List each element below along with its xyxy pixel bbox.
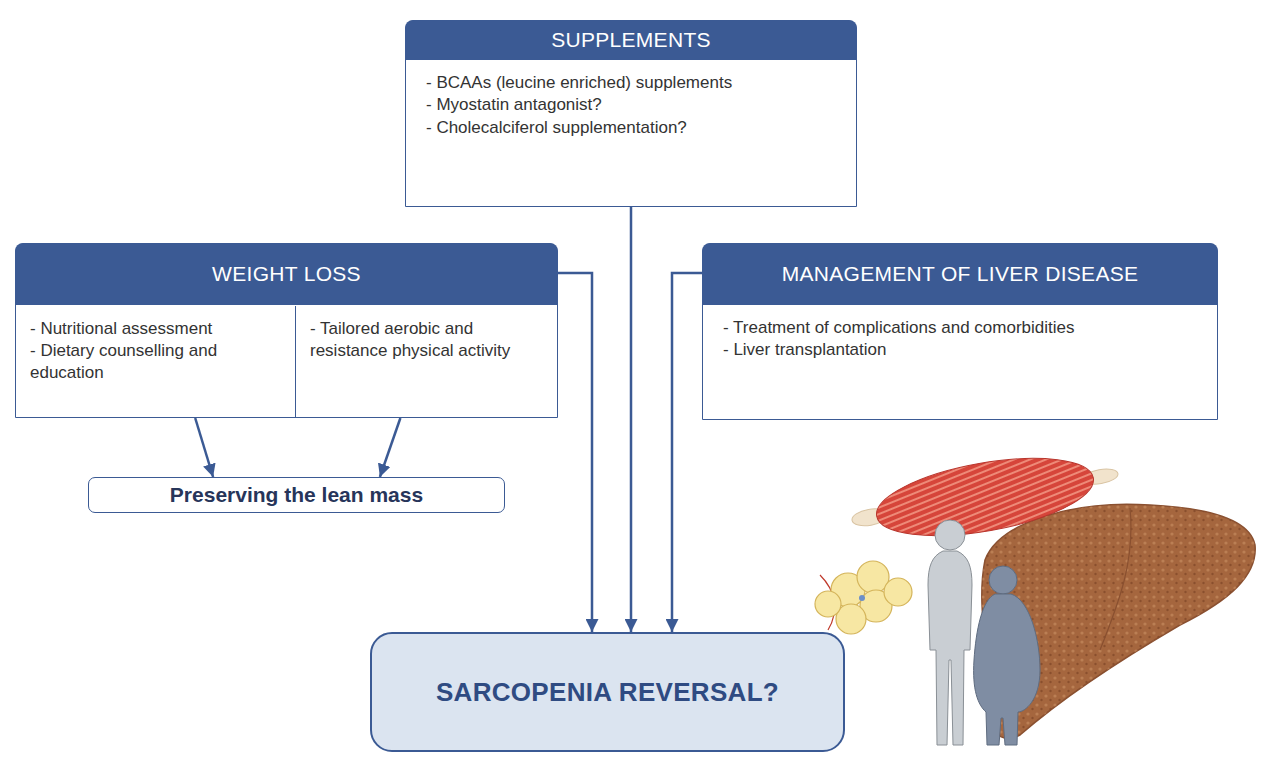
node-text: - BCAAs (leucine enriched) supplements [406,72,856,94]
category-panel: SUPPLEMENTS - BCAAs (leucine enriched) su… [405,20,857,207]
panel-heading: WEIGHT LOSS [15,243,558,305]
outcome-box: SARCOPENIA REVERSAL? [370,632,845,752]
category-panel: MANAGEMENT OF LIVER DISEASE - Treatment o… [702,243,1218,420]
panel-heading: SUPPLEMENTS [405,20,857,60]
connector-arrow [630,207,633,632]
list-column: - Nutritional assessment- Dietary counse… [16,306,296,418]
node-text: Preserving the lean mass [170,483,423,507]
node-text: - Nutritional assessment [30,318,285,340]
panel-heading: MANAGEMENT OF LIVER DISEASE [702,243,1218,305]
connector-arrow [380,418,401,477]
node-text: - Liver transplantation [703,339,1217,361]
node-text: - Treatment of complications and comorbi… [703,317,1217,339]
node-text: - Myostatin antagonist? [406,94,856,116]
connector-arrow [195,418,213,477]
fat-cells [815,561,912,634]
connector-arrow [558,273,592,632]
category-panel: WEIGHT LOSS- Nutritional assessment- Die… [15,243,558,418]
obese-figure [974,566,1040,745]
node-text: - Dietary counselling and education [30,340,285,384]
lean-figure [928,520,972,745]
node-text: - Cholecalciferol supplementation? [406,117,856,139]
muscle [846,440,1124,554]
list-column: - Tailored aerobic and resistance physic… [296,306,557,418]
goal-box: Preserving the lean mass [88,477,505,513]
node-text: - Tailored aerobic and resistance physic… [310,318,547,362]
connector-arrow [672,273,702,632]
node-text: SARCOPENIA REVERSAL? [436,677,779,708]
